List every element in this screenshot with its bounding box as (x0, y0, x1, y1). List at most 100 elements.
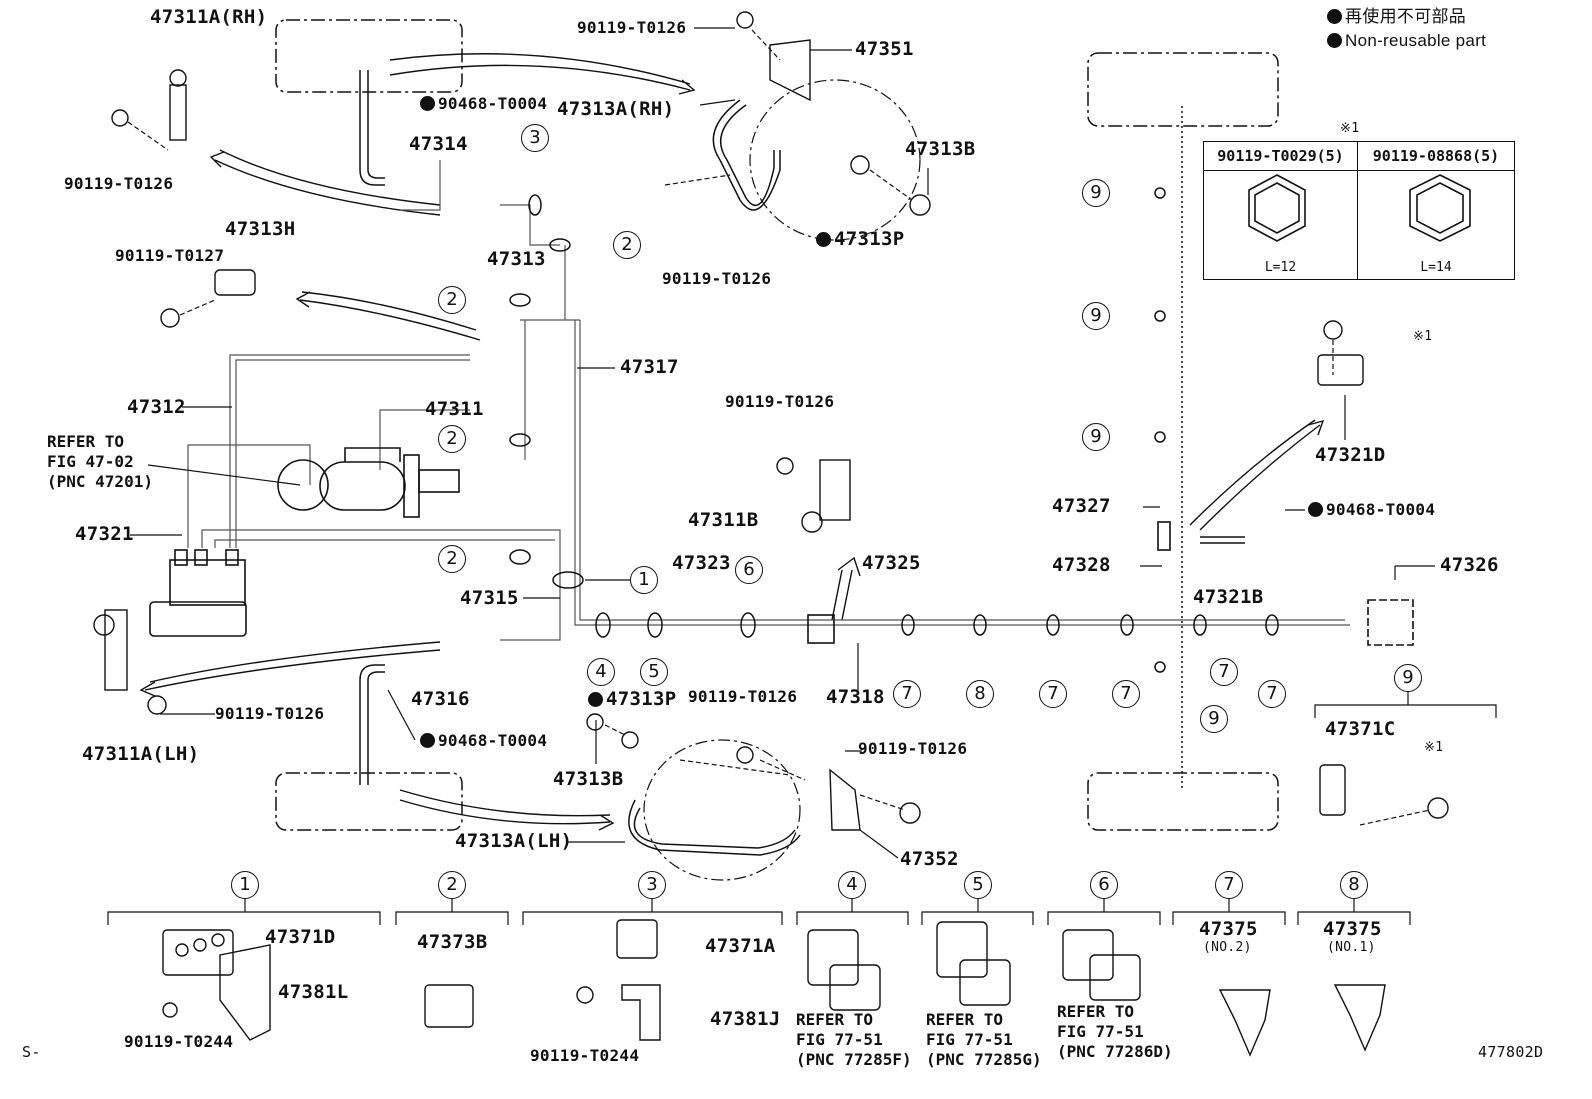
callout-6: 6 (735, 556, 763, 584)
section-callout-7: 7 (1215, 871, 1243, 899)
callout-4: 4 (587, 658, 615, 686)
note-asterisk-47371C: ※1 (1424, 740, 1444, 755)
master-cylinder (277, 447, 460, 518)
section-callout-1: 1 (231, 871, 259, 899)
label-47328: 47328 (1052, 554, 1111, 576)
label-47311: 47311 (425, 398, 484, 420)
flex-hoses (359, 70, 1245, 785)
label-bolt-t0244-b: 90119-T0244 (530, 1046, 640, 1065)
callout-3: 3 (521, 124, 549, 152)
label-no2: (NO.2) (1203, 940, 1252, 955)
label-47375-no1: 47375 (1323, 918, 1382, 940)
callout-7: 7 (1258, 680, 1286, 708)
label-47373B: 47373B (417, 931, 488, 953)
bolt-table-col1-cell: L=12 (1204, 170, 1358, 279)
label-47326: 47326 (1440, 554, 1499, 576)
bolt-spec-table: 90119-T0029(5) 90119-08868(5) L=12 L=14 (1203, 141, 1515, 280)
callout-7: 7 (893, 680, 921, 708)
callout-7: 7 (1112, 680, 1140, 708)
label-bolt-t0126-caliper-rh: 90119-T0126 (662, 269, 772, 288)
note-refer-clamp-5: REFER TO FIG 77-51 (PNC 77285G) (926, 1010, 1042, 1069)
figure-code: 477802D (1478, 1043, 1544, 1061)
note-refer-clamp-6: REFER TO FIG 77-51 (PNC 77286D) (1057, 1002, 1173, 1061)
label-47313B-top: 47313B (905, 138, 976, 160)
section-brackets (107, 692, 1497, 925)
callout-8: 8 (966, 680, 994, 708)
label-47351: 47351 (855, 38, 914, 60)
flow-arrows (139, 53, 1325, 831)
label-clip-t0004-top: 90468-T0004 (420, 96, 547, 112)
corner-mark: S- (22, 1043, 41, 1061)
callout-9: 9 (1082, 179, 1110, 207)
label-47313A-LH: 47313A(LH) (455, 830, 573, 852)
label-47316: 47316 (411, 688, 470, 710)
label-bolt-t0126-lh-caliper: 90119-T0126 (688, 687, 798, 706)
label-47318: 47318 (826, 686, 885, 708)
label-bolt-t0126-lh: 90119-T0126 (215, 704, 325, 723)
note-asterisk-table: ※1 (1340, 121, 1360, 136)
label-47311A-RH: 47311A(RH) (150, 6, 268, 28)
label-47315: 47315 (460, 587, 519, 609)
label-47375-no2: 47375 (1199, 918, 1258, 940)
label-clip-t0004-bottom: 90468-T0004 (420, 733, 547, 749)
callout-7: 7 (1210, 658, 1238, 686)
note-asterisk-47321D: ※1 (1413, 329, 1433, 344)
label-47371C: 47371C (1325, 718, 1396, 740)
label-47321B: 47321B (1193, 586, 1264, 608)
reference-boxes (275, 19, 1279, 831)
label-47311A-LH: 47311A(LH) (82, 743, 200, 765)
label-47371A: 47371A (705, 935, 776, 957)
label-47371D: 47371D (265, 926, 336, 948)
label-47313P-top: 47313P (816, 230, 904, 249)
label-47327: 47327 (1052, 495, 1111, 517)
label-47314: 47314 (409, 133, 468, 155)
label-47325: 47325 (862, 552, 921, 574)
clip-markers (509, 187, 1279, 673)
bolt-table-col2-header: 90119-08868(5) (1358, 142, 1514, 171)
callout-2: 2 (438, 425, 466, 453)
note-refer-clamp-4: REFER TO FIG 77-51 (PNC 77285F) (796, 1010, 912, 1069)
callout-9: 9 (1082, 302, 1110, 330)
label-47313A-RH: 47313A(RH) (557, 98, 675, 120)
label-bolt-t0126-rh: 90119-T0126 (64, 174, 174, 193)
callout-5: 5 (640, 658, 668, 686)
label-47313: 47313 (487, 248, 546, 270)
legend-line-jp: 再使用不可部品 (1327, 8, 1466, 25)
label-47321D: 47321D (1315, 444, 1386, 466)
callout-2: 2 (613, 231, 641, 259)
label-bolt-t0126-47352: 90119-T0126 (858, 739, 968, 758)
brake-pipes-left (187, 160, 1350, 641)
section-callout-6: 6 (1090, 871, 1118, 899)
bolt-length-12: L=12 (1264, 260, 1297, 275)
bolt-table-col1-header: 90119-T0029(5) (1204, 142, 1358, 171)
legend-line-en: Non-reusable part (1327, 32, 1486, 49)
label-bolt-t0126-top: 90119-T0126 (577, 18, 687, 37)
callout-2: 2 (438, 545, 466, 573)
label-47317: 47317 (620, 356, 679, 378)
label-47313H: 47313H (225, 218, 296, 240)
callout-9: 9 (1082, 423, 1110, 451)
callout-7: 7 (1039, 680, 1067, 708)
section-callout-8: 8 (1340, 871, 1368, 899)
label-47313P-bottom: 47313P (588, 690, 676, 709)
bolt-table-col2-cell: L=14 (1358, 170, 1514, 279)
bolt-length-14: L=14 (1420, 260, 1452, 275)
section-callout-5: 5 (964, 871, 992, 899)
label-47323: 47323 (672, 552, 731, 574)
callout-9: 9 (1200, 705, 1228, 733)
label-bolt-t0127: 90119-T0127 (115, 246, 225, 265)
label-no1: (NO.1) (1327, 940, 1376, 955)
section-callout-4: 4 (838, 871, 866, 899)
callout-2: 2 (438, 286, 466, 314)
label-bolt-t0126-clamp: 90119-T0126 (725, 392, 835, 411)
section-callout-2: 2 (438, 871, 466, 899)
leader-lines (130, 27, 1435, 859)
label-47352: 47352 (900, 848, 959, 870)
label-47313B-bottom: 47313B (553, 768, 624, 790)
wheel-hoses (628, 99, 801, 856)
clamp-sketches (162, 919, 1386, 1057)
note-refer-master-cylinder: REFER TO FIG 47-02 (PNC 47201) (47, 432, 153, 491)
callout-9: 9 (1394, 664, 1422, 692)
